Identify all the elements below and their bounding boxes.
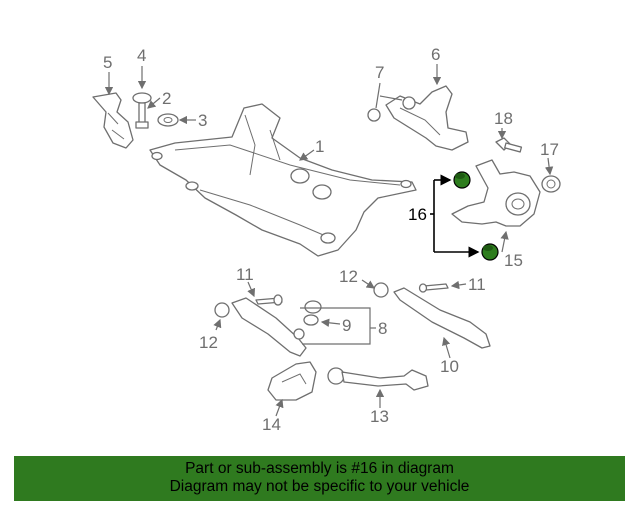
part-14-plate — [267, 361, 317, 401]
part-4-washer — [132, 92, 152, 104]
part-16-bushing-lower — [481, 243, 499, 261]
part-16-bushing-upper — [453, 171, 471, 189]
callout-7: 7 — [375, 63, 384, 82]
part-17-bushing — [541, 175, 561, 193]
banner-line-1: Part or sub-assembly is #16 in diagram — [185, 460, 454, 477]
callout-6: 6 — [431, 45, 440, 64]
part-10-lower-arm — [393, 287, 491, 349]
callout-11-left: 11 — [236, 265, 254, 284]
part-13-toe-link — [327, 367, 429, 391]
callout-4: 4 — [137, 46, 146, 65]
callout-14: 14 — [262, 415, 281, 434]
part-1-crossmember — [149, 103, 417, 257]
part-3-nut — [157, 113, 179, 127]
part-12-cap-right — [373, 282, 389, 298]
part-15-knuckle — [451, 159, 541, 227]
callout-17: 17 — [540, 140, 559, 159]
info-banner: Part or sub-assembly is #16 in diagram D… — [14, 456, 625, 501]
callout-5: 5 — [103, 53, 112, 72]
callout-9: 9 — [342, 316, 351, 335]
part-11-bolt-left — [255, 294, 283, 306]
part-12-cap-left — [214, 302, 230, 318]
callout-3: 3 — [198, 111, 207, 130]
callout-15: 15 — [504, 251, 523, 270]
callout-2: 2 — [162, 89, 171, 108]
callout-11-right: 11 — [468, 275, 486, 294]
callout-1: 1 — [315, 137, 324, 156]
part-5-bracket — [92, 92, 134, 149]
callout-10: 10 — [440, 357, 459, 376]
banner-line-2: Diagram may not be specific to your vehi… — [169, 478, 470, 495]
part-2-bolt — [135, 102, 149, 129]
part-7-bushings — [367, 96, 416, 122]
part-6-upper-arm — [385, 85, 469, 151]
part-trailing-arm — [231, 297, 307, 357]
callout-12-right: 12 — [339, 267, 358, 286]
callout-18: 18 — [494, 109, 513, 128]
callout-12-left: 12 — [199, 333, 218, 352]
callout-13: 13 — [370, 407, 389, 426]
part-9-bushings — [303, 300, 322, 326]
leader-lines — [104, 64, 554, 417]
callout-8: 8 — [378, 319, 387, 338]
part-11-bolt-right — [418, 283, 449, 293]
part-18-bolt — [495, 137, 523, 153]
callout-16: 16 — [408, 205, 427, 224]
parts-diagram: 5 4 2 3 1 6 7 18 17 16 15 11 12 11 12 9 … — [92, 45, 561, 434]
